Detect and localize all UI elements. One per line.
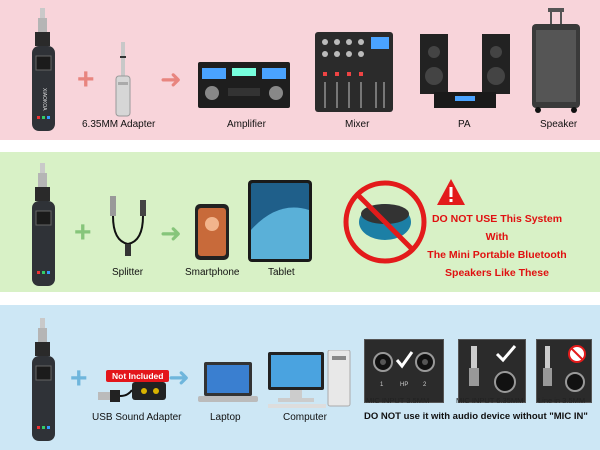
label-mic-input-35: MIC INPUT 3.5MM: [366, 396, 430, 405]
pa-system-icon: [420, 34, 510, 108]
tablet-icon: [248, 180, 312, 262]
bluetooth-speaker-warning: DO NOT USE This System With The Mini Por…: [422, 210, 572, 282]
plug-check-icon: [469, 345, 517, 393]
warning-icon: [437, 179, 465, 205]
mic-in-warning: DO NOT use it with audio device without …: [364, 411, 588, 422]
label-amplifier: Amplifier: [227, 119, 266, 130]
computer-icon: [268, 350, 351, 408]
laptop-icon: [198, 362, 258, 402]
arrow-right-icon: ➜: [160, 64, 182, 94]
warning-line-1: DO NOT USE This System With: [431, 213, 563, 243]
arrow-right-icon: ➜: [160, 218, 182, 248]
smartphone-icon: [195, 204, 229, 260]
jack-number-1: 1: [380, 382, 384, 388]
wireless-transmitter-icon: [32, 318, 55, 441]
row-amplifier-setup: XIAOKOA + 6.35MM Adapter ➜ Amplifier Mix…: [0, 0, 600, 140]
label-computer: Computer: [283, 412, 327, 423]
wireless-transmitter-icon: [32, 163, 55, 286]
warning-line-2: The Mini Portable Bluetooth: [427, 249, 567, 261]
adapter-plug-icon: [115, 42, 131, 117]
jack-label-hp: HP: [400, 382, 409, 388]
label-laptop: Laptop: [210, 412, 241, 423]
label-adapter: 6.35MM Adapter: [82, 119, 156, 130]
label-mixer: Mixer: [345, 119, 370, 130]
plus-icon: +: [77, 63, 95, 96]
label-speaker: Speaker: [540, 119, 578, 130]
arrow-right-icon: ➜: [168, 362, 190, 392]
amplifier-icon: [198, 62, 290, 108]
label-line-in: Line in 3.5MM: [538, 396, 586, 405]
mini-speaker-prohibited-icon: [343, 180, 427, 264]
label-usb-sound-adapter: USB Sound Adapter: [92, 412, 182, 423]
mic-input-635-panel: [458, 339, 526, 403]
usb-sound-adapter-icon: [98, 382, 166, 402]
label-tablet: Tablet: [268, 267, 295, 278]
device-brand-text: XIAOKOA: [41, 88, 47, 111]
plug-prohibited-icon: [543, 345, 586, 392]
wireless-transmitter-icon: XIAOKOA: [32, 8, 55, 131]
label-smartphone: Smartphone: [185, 267, 240, 278]
mixer-icon: [315, 32, 393, 112]
not-included-badge: Not Included: [106, 370, 170, 382]
splitter-cable-icon: [110, 196, 146, 256]
jack-number-2: 2: [423, 382, 427, 388]
mic-input-35-panel: 1 HP 2: [364, 339, 444, 403]
plus-icon: +: [70, 362, 88, 395]
label-mic-input-635: MIC INPUT 6.35MM: [456, 396, 524, 405]
label-splitter: Splitter: [112, 267, 144, 278]
audio-jack-pair-icon: [373, 351, 435, 372]
speaker-trolley-icon: [532, 8, 580, 113]
label-pa: PA: [458, 119, 471, 130]
plus-icon: +: [74, 216, 92, 249]
line-in-panel: [536, 339, 592, 403]
warning-line-3: Speakers Like These: [445, 267, 549, 279]
